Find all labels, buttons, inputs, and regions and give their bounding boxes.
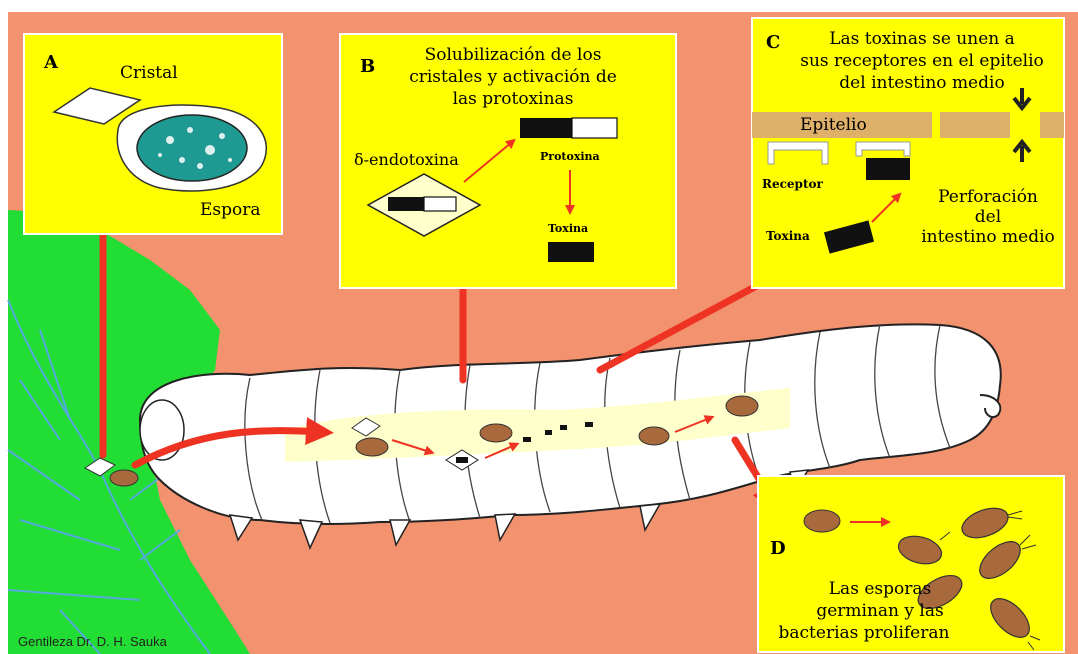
leaf-spore <box>110 470 138 486</box>
panel-b: B Solubilización de los cristales y acti… <box>340 34 676 288</box>
left-border <box>0 0 8 654</box>
epithelium-segment-2 <box>940 112 1010 138</box>
protoxin-label: Protoxina <box>540 150 600 163</box>
top-border <box>0 0 1078 12</box>
panel-d-caption-line-1: Las esporas <box>829 579 931 599</box>
epithelium-segment-3 <box>1040 112 1064 138</box>
protoxin-pro-part <box>572 118 617 138</box>
panel-a: A Cristal Espora <box>24 34 282 234</box>
gut-spore-1 <box>356 438 388 456</box>
protoxin-toxin-part <box>520 118 572 138</box>
gut-spore-2 <box>480 424 512 442</box>
panel-b-title-line-1: Solubilización de los <box>425 45 602 65</box>
gut-protoxin-bar <box>456 457 468 463</box>
spore-d-1 <box>804 510 840 532</box>
endotoxin-label: δ-endotoxina <box>354 150 459 169</box>
credit-text: Gentileza Dr. D. H. Sauka <box>18 634 168 649</box>
toxin-fragment-4 <box>585 422 593 427</box>
toxin-label-c: Toxina <box>766 229 810 243</box>
toxin-fragment-3 <box>560 425 567 430</box>
bound-toxin <box>866 158 910 180</box>
crystal-label: Cristal <box>120 63 178 83</box>
epithelium-label: Epitelio <box>800 115 867 135</box>
spore-label: Espora <box>200 200 261 220</box>
toxin-label-b: Toxina <box>548 222 588 235</box>
endotoxin-toxin-part <box>388 197 424 211</box>
panel-c-title-line-3: del intestino medio <box>839 73 1004 93</box>
panel-c-title-line-2: sus receptores en el epitelio <box>800 51 1044 71</box>
gut-spore-3 <box>639 427 669 445</box>
panel-c-letter: C <box>766 32 780 53</box>
panel-b-letter: B <box>360 56 375 77</box>
panel-b-title-line-3: las protoxinas <box>453 89 574 109</box>
gut-spore-4 <box>726 396 758 416</box>
toxin-fragment-1 <box>523 437 531 442</box>
perforation-line-1: Perforación <box>938 187 1038 207</box>
perforation-line-3: intestino medio <box>921 227 1055 247</box>
toxin-block-b <box>548 242 594 262</box>
panel-d-letter: D <box>770 538 786 559</box>
panel-c: C Las toxinas se unen a sus receptores e… <box>752 18 1064 288</box>
panel-d: D Las esporas germinan y las bacterias p… <box>758 476 1064 652</box>
panel-d-caption-line-3: bacterias proliferan <box>779 623 950 643</box>
spore-core <box>137 115 247 181</box>
panel-d-caption-line-2: germinan y las <box>816 601 943 621</box>
panel-b-title-line-2: cristales y activación de <box>409 67 617 87</box>
panel-a-letter: A <box>43 52 59 73</box>
toxin-fragment-2 <box>545 430 552 435</box>
endotoxin-pro-part <box>424 197 456 211</box>
panel-c-title-line-1: Las toxinas se unen a <box>829 29 1015 49</box>
receptor-label: Receptor <box>762 177 823 191</box>
perforation-line-2: del <box>975 207 1001 227</box>
